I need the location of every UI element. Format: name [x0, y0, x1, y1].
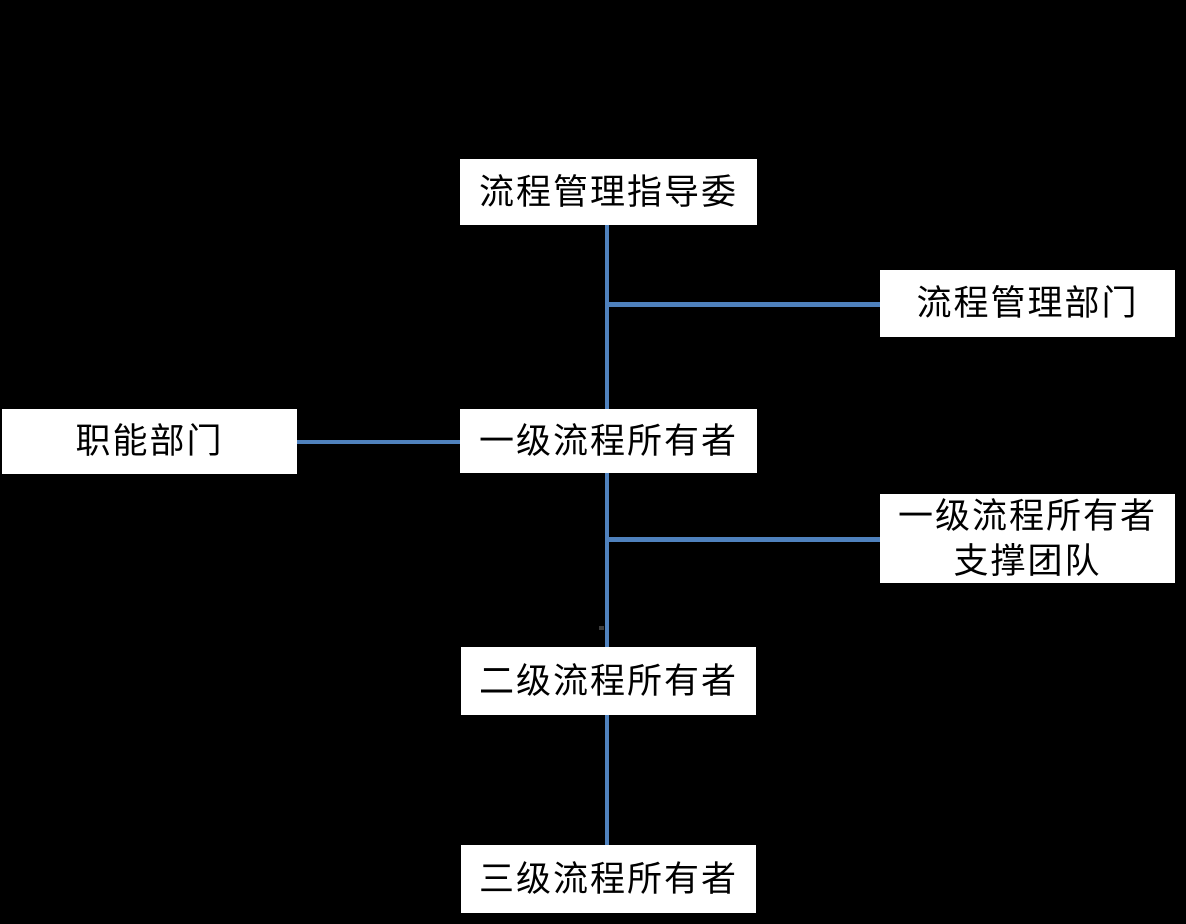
node-process-mgmt-dept-label: 流程管理部门	[916, 284, 1139, 323]
node-steering-committee: 流程管理指导委	[460, 159, 757, 225]
node-level1-support-team-label-line1: 一级流程所有者	[897, 496, 1157, 536]
node-functional-dept-label: 职能部门	[75, 422, 224, 461]
connector-to-level1-support-team	[606, 537, 880, 542]
node-functional-dept: 职能部门	[2, 409, 297, 474]
connector-functional-dept-to-level1	[297, 440, 460, 444]
node-level3-process-owner-label: 三级流程所有者	[478, 859, 738, 899]
connector-steering-to-level1	[605, 225, 609, 409]
node-level1-support-team-label-line2: 支撑团队	[953, 541, 1102, 581]
connector-level1-to-level2	[605, 473, 609, 647]
node-level1-process-owner: 一级流程所有者	[460, 409, 757, 473]
node-level1-support-team: 一级流程所有者 支撑团队	[880, 494, 1175, 583]
node-steering-committee-label: 流程管理指导委	[478, 172, 738, 212]
connector-to-process-mgmt-dept	[606, 302, 880, 307]
node-level3-process-owner: 三级流程所有者	[461, 845, 756, 913]
node-level2-process-owner: 二级流程所有者	[461, 647, 756, 715]
node-level1-process-owner-label: 一级流程所有者	[478, 421, 738, 461]
connector-level2-to-level3	[605, 715, 609, 845]
node-process-mgmt-dept: 流程管理部门	[880, 270, 1175, 337]
stray-mark	[599, 626, 604, 630]
node-level2-process-owner-label: 二级流程所有者	[478, 661, 738, 701]
